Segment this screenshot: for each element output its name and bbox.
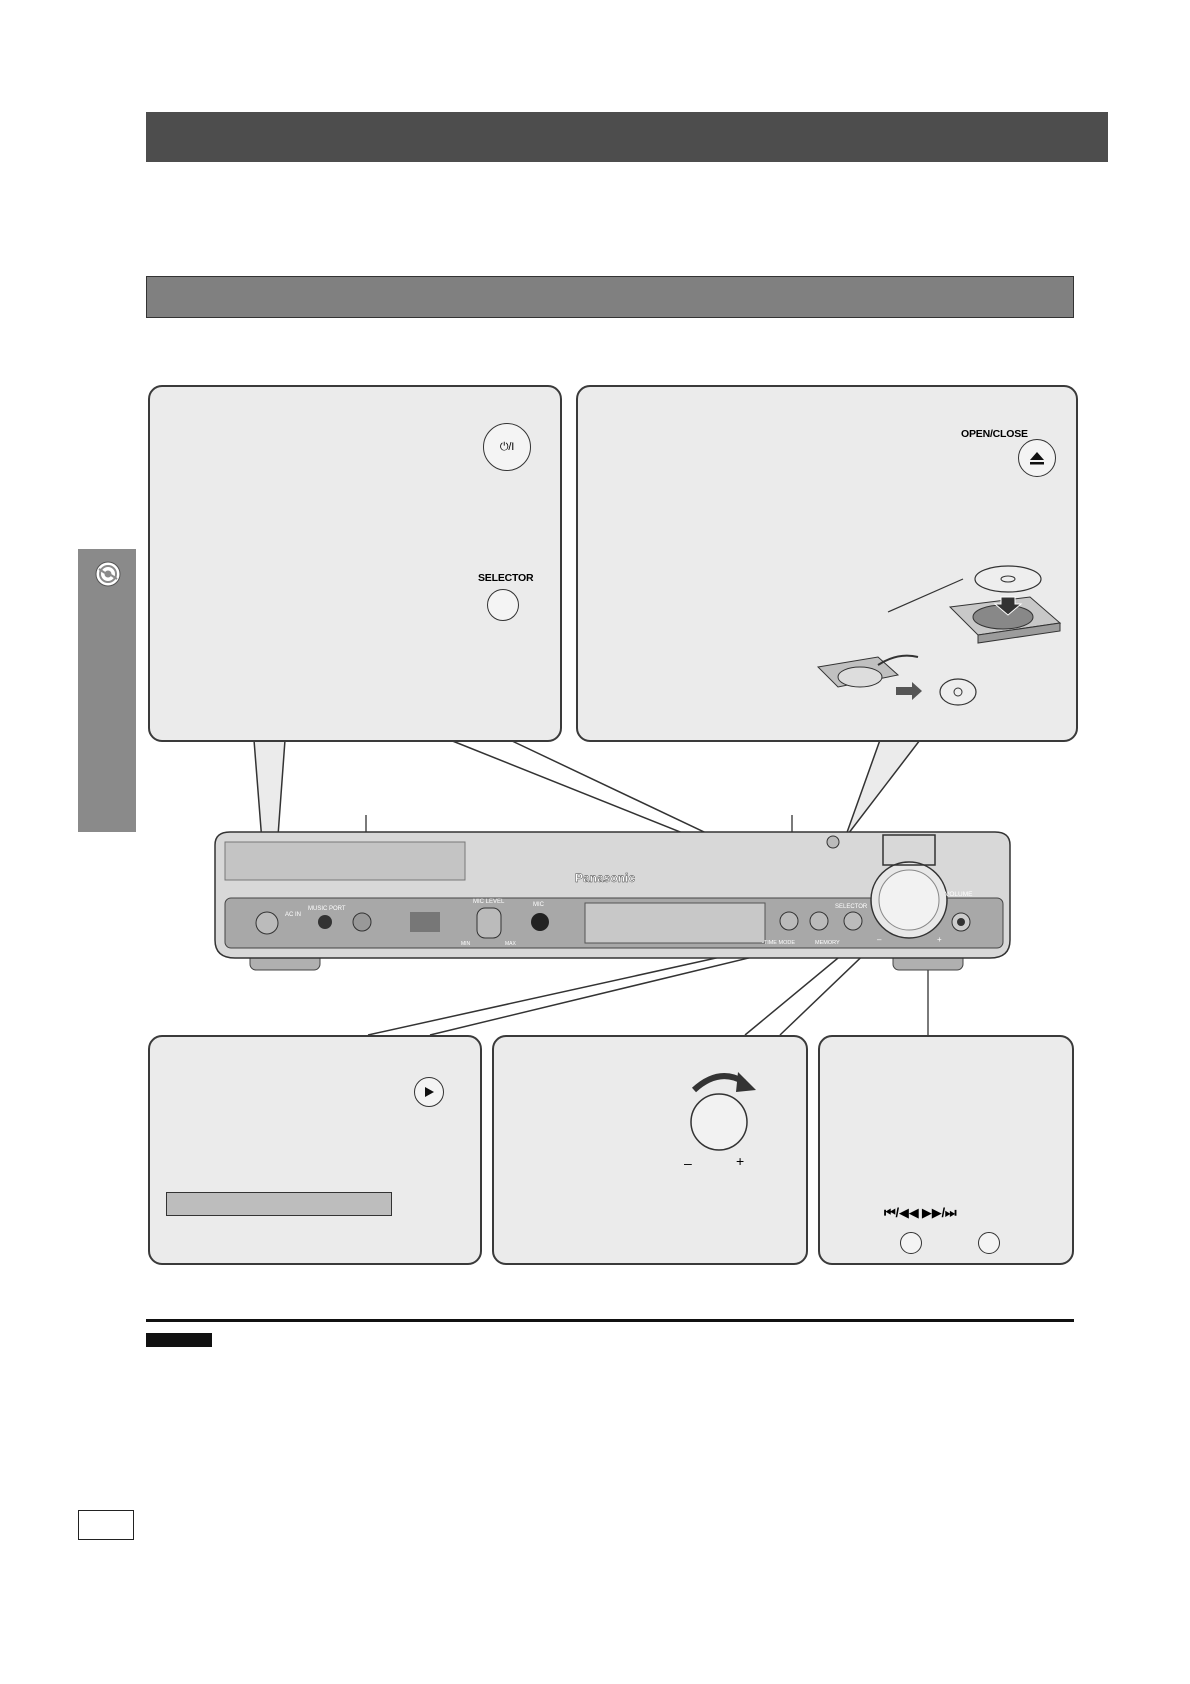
time-mode-label: -TIME MODE [762, 940, 795, 946]
mic-max-label: MAX [505, 941, 517, 947]
minus-label: – [877, 935, 882, 944]
volume-minus: – [684, 1155, 692, 1171]
volume-knob-illustration [690, 1072, 756, 1151]
brand-label: Panasonic [575, 871, 635, 885]
play-memory-panel [148, 1035, 482, 1265]
open-close-label: OPEN/CLOSE [961, 428, 1028, 440]
disc-icon [95, 561, 121, 587]
eject-icon [1030, 452, 1044, 465]
info-bar [166, 1192, 392, 1216]
mic-min-label: MIN [461, 941, 471, 947]
volume-label: VOLUME [945, 891, 973, 898]
note-tag [146, 1333, 212, 1347]
power-button[interactable]: ⏻/I [483, 423, 531, 471]
play-icon [425, 1087, 434, 1097]
disc-loading-panel: OPEN/CLOSE [576, 385, 1078, 742]
plus-label: + [937, 935, 942, 944]
page-number-box [78, 1510, 134, 1540]
music-port-label: MUSIC PORT [308, 906, 346, 912]
power-selector-panel: ⏻/I SELECTOR [148, 385, 562, 742]
play-button[interactable] [414, 1077, 444, 1107]
unit-front-panel: Panasonic AC IN MUSIC PORT MIC LEVEL MIN… [214, 831, 1011, 971]
power-symbol: ⏻/I [499, 440, 515, 453]
section-title-bar [146, 276, 1074, 318]
mic-level-label: MIC LEVEL [473, 899, 505, 905]
note-rule [146, 1319, 1074, 1322]
page-title-bar [146, 112, 1108, 162]
side-tab [78, 549, 136, 832]
skip-back-button[interactable] [900, 1232, 922, 1254]
skip-search-panel: ⏮/◀◀ ▶▶/⏭ [818, 1035, 1074, 1265]
ac-in-label: AC IN [285, 912, 301, 918]
volume-plus: + [736, 1153, 745, 1169]
disc-tray-illustration [816, 565, 1062, 706]
selector-unit-label: SELECTOR [835, 904, 868, 910]
skip-forward-button[interactable] [978, 1232, 1000, 1254]
volume-panel: – + [492, 1035, 808, 1265]
selector-label: SELECTOR [478, 572, 534, 584]
skip-search-label: ⏮/◀◀ ▶▶/⏭ [884, 1205, 957, 1220]
selector-button[interactable] [487, 589, 519, 621]
memory-label: MEMORY [815, 940, 840, 946]
mic-label: MIC [533, 902, 545, 908]
open-close-button[interactable] [1018, 439, 1056, 477]
